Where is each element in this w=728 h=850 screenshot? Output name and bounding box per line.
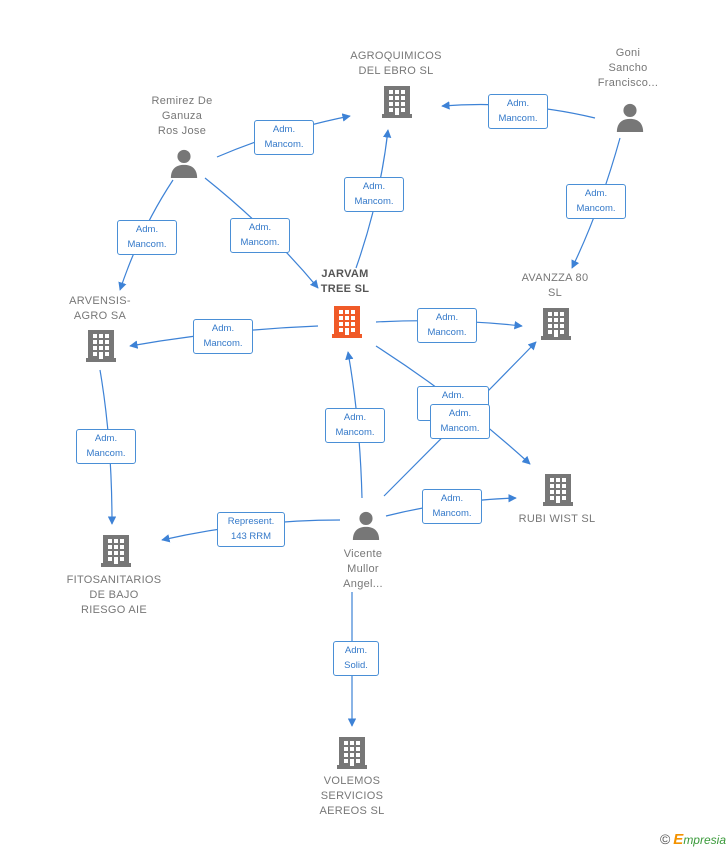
role-badge[interactable]: Adm. Mancom. [422,489,482,524]
person-icon [170,149,198,178]
node-label-fitosanitarios[interactable]: FITOSANITARIOS DE BAJO RIESGO AIE [66,574,162,616]
role-badge[interactable]: Adm. Mancom. [230,218,290,253]
building-icon [337,737,367,769]
role-badge[interactable]: Adm. Mancom. [430,404,490,439]
footer-brand: ©Empresia [660,831,726,848]
building-icon [101,535,131,567]
role-badge[interactable]: Adm. Mancom. [566,184,626,219]
building-icon [543,474,573,506]
building-icon [86,330,116,362]
node-label-volemos[interactable]: VOLEMOS SERVICIOS AEREOS SL [319,775,385,817]
role-badge[interactable]: Adm. Solid. [333,641,379,676]
brand-initial: E [673,831,684,848]
node-label-agroquimicos[interactable]: AGROQUIMICOS DEL EBRO SL [350,50,442,77]
node-label-remirez[interactable]: Remirez De Ganuza Ros Jose [151,95,213,137]
node-label-vicente[interactable]: Vicente Mullor Angel... [343,548,383,590]
building-icon [382,86,412,118]
brand-name: mpresia [683,833,726,847]
role-badge[interactable]: Adm. Mancom. [344,177,404,212]
node-label-goni[interactable]: Goni Sancho Francisco... [597,47,659,89]
person-icon [616,103,644,132]
copyright-symbol: © [659,831,671,847]
building-icon [332,306,362,338]
role-badge[interactable]: Adm. Mancom. [193,319,253,354]
node-label-arvensis[interactable]: ARVENSIS- AGRO SA [69,295,131,322]
node-label-rubi[interactable]: RUBI WIST SL [518,513,596,525]
person-icon [352,511,380,540]
node-label-avanzza[interactable]: AVANZZA 80 SL [521,272,589,299]
role-badge[interactable]: Adm. Mancom. [488,94,548,129]
node-label-jarvam[interactable]: JARVAM TREE SL [320,268,370,295]
role-badge[interactable]: Adm. Mancom. [117,220,177,255]
role-badge[interactable]: Represent. 143 RRM [217,512,285,547]
role-badge[interactable]: Adm. Mancom. [254,120,314,155]
building-icon [541,308,571,340]
role-badge[interactable]: Adm. Mancom. [76,429,136,464]
role-badge[interactable]: Adm. Mancom. [325,408,385,443]
role-badge[interactable]: Adm. Mancom. [417,308,477,343]
